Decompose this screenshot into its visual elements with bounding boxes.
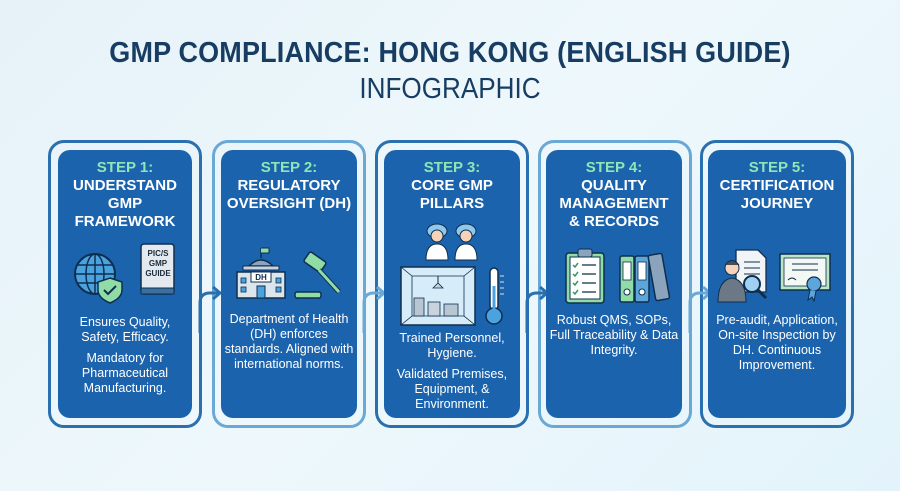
step-label: STEP 2: <box>260 159 318 176</box>
step-title-line: GMP <box>107 195 143 212</box>
step-title-line: JOURNEY <box>740 195 814 212</box>
step-title-line: & RECORDS <box>568 213 659 230</box>
step-title-line: PILLARS <box>419 195 485 212</box>
step-title-line: FRAMEWORK <box>74 213 176 230</box>
thermometer-icon <box>485 267 504 325</box>
step-2-frame <box>212 140 366 428</box>
certificate-icon <box>779 253 831 303</box>
step-title-line: CORE GMP <box>411 177 493 194</box>
step-5-frame <box>700 140 854 428</box>
step-4-card: STEP 4: QUALITY MANAGEMENT & RECORDS Rob… <box>546 150 682 418</box>
step-label: STEP 1: <box>96 159 154 176</box>
svg-text:GMP: GMP <box>149 259 168 268</box>
step-title-line: MANAGEMENT <box>559 195 669 212</box>
step-title-line: REGULATORY <box>237 177 341 194</box>
pic-s-gmp-guide-book-icon: PIC/S GMP GUIDE <box>140 243 175 295</box>
step-description: Pre-audit, Application, On-site Inspecti… <box>716 313 838 372</box>
step-1-card: STEP 1: UNDERSTAND GMP FRAMEWORK PIC/S G… <box>58 150 192 418</box>
step-title-line: OVERSIGHT (DH) <box>226 195 352 212</box>
arrow-right-icon <box>198 285 223 333</box>
page-subtitle: INFOGRAPHIC <box>359 73 541 105</box>
step-title-line: CERTIFICATION <box>719 177 835 194</box>
inspector-magnifier-icon <box>717 249 768 303</box>
binders-icon <box>619 252 671 303</box>
step-4-frame <box>538 140 692 428</box>
page-title: GMP COMPLIANCE: HONG KONG (ENGLISH GUIDE… <box>109 37 791 69</box>
step-3-frame <box>375 140 529 428</box>
step-description: Validated Premises, Equipment, & Environ… <box>396 367 508 411</box>
checklist-clipboard-icon <box>565 248 605 304</box>
step-description: Trained Personnel, Hygiene. <box>399 331 505 360</box>
step-label: STEP 3: <box>423 159 481 176</box>
step-description: Robust QMS, SOPs, Full Traceability & Da… <box>549 313 679 357</box>
step-5-card: STEP 5: CERTIFICATION JOURNEY Pre-audit,… <box>708 150 846 418</box>
svg-text:DH: DH <box>255 273 267 282</box>
gavel-icon <box>294 251 341 299</box>
government-building-icon: DH <box>236 247 286 299</box>
globe-shield-icon <box>74 253 123 304</box>
svg-text:GUIDE: GUIDE <box>145 269 171 278</box>
step-label: STEP 4: <box>585 159 643 176</box>
svg-text:PIC/S: PIC/S <box>148 249 170 258</box>
step-label: STEP 5: <box>748 159 806 176</box>
cleanroom-icon <box>400 266 476 326</box>
personnel-icon <box>425 223 478 261</box>
step-3-card: STEP 3: CORE GMP PILLARS Trained P <box>384 150 520 418</box>
step-description: Ensures Quality, Safety, Efficacy. <box>79 315 171 344</box>
step-1-frame <box>48 140 202 428</box>
step-title-line: UNDERSTAND <box>73 177 177 194</box>
step-title-line: QUALITY <box>581 177 647 194</box>
step-description: Department of Health (DH) enforces stand… <box>224 312 354 371</box>
step-2-card: STEP 2: REGULATORY OVERSIGHT (DH) DH Dep… <box>221 150 357 418</box>
step-description: Mandatory for Pharmaceutical Manufacturi… <box>81 351 169 395</box>
